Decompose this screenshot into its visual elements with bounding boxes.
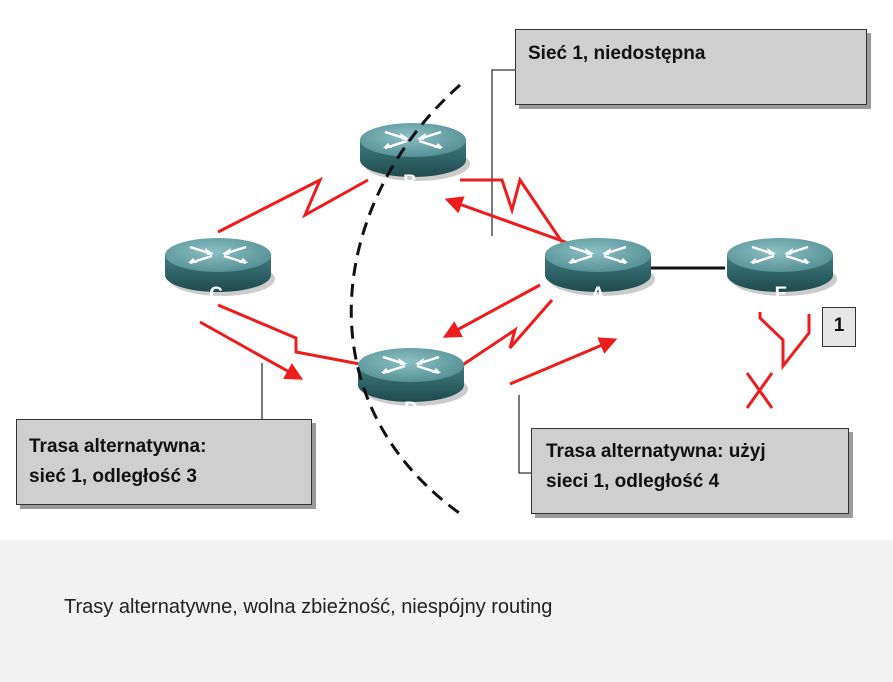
network-diagram: B C A E D: [163, 69, 839, 517]
arrow-d-to-a: [509, 337, 618, 386]
router-b-label: B: [403, 172, 417, 193]
caption-band: [0, 540, 893, 682]
link-c-b: [217, 176, 369, 234]
link-d-a: [457, 299, 554, 370]
router-e-label: E: [775, 284, 788, 305]
arrow-a-to-b: [444, 196, 583, 250]
callout-alternate-route-a: Trasa alternatywna: użyj sieci 1, odległ…: [531, 428, 849, 514]
update-arrows: [199, 196, 618, 386]
router-c-label: C: [209, 284, 223, 305]
callout-network-unreachable: Sieć 1, niedostępna: [515, 29, 867, 105]
router-d[interactable]: [356, 346, 470, 408]
callout-alt-c-line1: Trasa alternatywna:: [29, 436, 207, 457]
convergence-boundary: [349, 83, 463, 517]
arrow-c-to-d: [199, 320, 304, 380]
network-1-label: 1: [822, 307, 856, 347]
link-c-d: [217, 303, 366, 367]
router-a-label: A: [591, 284, 605, 305]
link-b-a: [460, 176, 564, 243]
slide-caption: Trasy alternatywne, wolna zbieżność, nie…: [64, 596, 553, 618]
router-d-label: D: [404, 399, 418, 420]
link-down-x: [745, 372, 774, 409]
callout-alt-a-line2: sieci 1, odległość 4: [546, 471, 720, 492]
callout-alternate-route-c: Trasa alternatywna: sieć 1, odległość 3: [16, 419, 312, 505]
callout-network-unreachable-text: Sieć 1, niedostępna: [528, 43, 706, 64]
callout-alt-c-line2: sieć 1, odległość 3: [29, 466, 197, 487]
link-e-net1: [758, 312, 811, 371]
arrow-a-to-d: [442, 283, 541, 338]
serial-links: [217, 176, 811, 371]
callout-alt-a-line1: Trasa alternatywna: użyj: [546, 441, 766, 462]
